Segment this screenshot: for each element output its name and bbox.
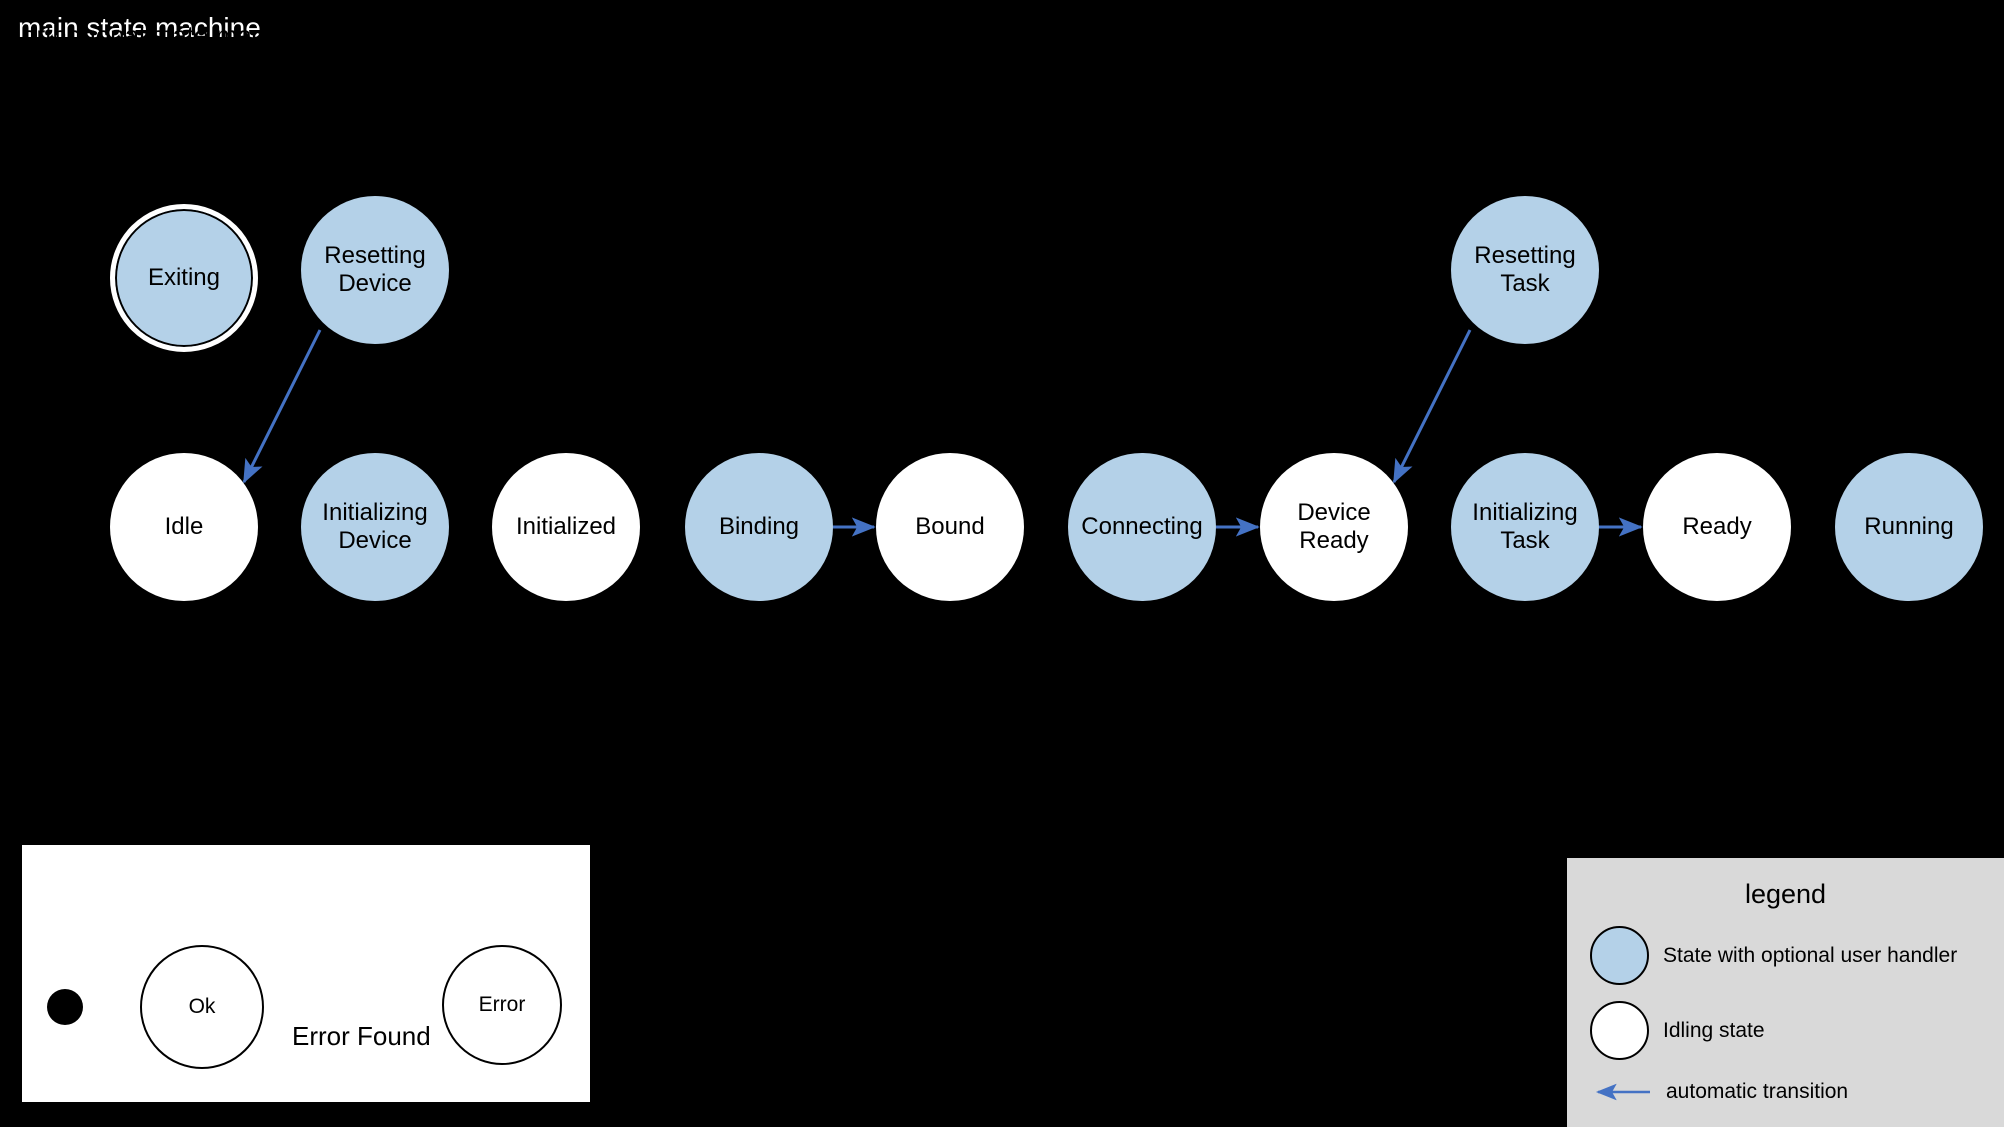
main-transition-arrows [242, 329, 1643, 537]
state-node-label: Connecting [1081, 513, 1203, 541]
transition-resetting-task-to-device-ready [1392, 329, 1472, 484]
state-node-idle[interactable]: Idle [110, 453, 258, 601]
state-node-label: Running [1864, 513, 1954, 541]
state-node-connecting[interactable]: Connecting [1068, 453, 1216, 601]
legend-item-label: Idling state [1663, 1018, 1765, 1042]
state-node-resetting-device[interactable]: Resetting Device [301, 196, 449, 344]
state-node-bound[interactable]: Bound [876, 453, 1024, 601]
state-node-label: Binding [718, 513, 800, 541]
state-node-label: Device Ready [1297, 499, 1371, 554]
state-node-label: Bound [915, 513, 985, 541]
initial-state-dot-icon [47, 989, 83, 1025]
state-node-exiting[interactable]: Exiting [110, 204, 258, 352]
ortho-transition-label: Error Found [292, 1021, 431, 1051]
automatic-transition-arrow-icon [1590, 1082, 1652, 1102]
handler-state-swatch-icon [1590, 926, 1649, 985]
page-title: main state machine [18, 12, 261, 43]
state-node-label: Initializing Task [1472, 499, 1578, 554]
state-node-running[interactable]: Running [1835, 453, 1983, 601]
state-node-label: Resetting Task [1474, 242, 1576, 297]
state-node-ready[interactable]: Ready [1643, 453, 1791, 601]
transition-resetting-device-to-idle [242, 329, 322, 484]
state-node-device-ready[interactable]: Device Ready [1260, 453, 1408, 601]
orthogonal-panel-title: orthogonal state machine [22, 20, 314, 50]
state-node-label: Ready [1682, 513, 1752, 541]
state-node-label: Initializing Device [322, 499, 428, 554]
state-node-binding[interactable]: Binding [685, 453, 833, 601]
state-node-label: Idle [164, 513, 204, 541]
ortho-state-ok[interactable]: Ok [140, 945, 264, 1069]
legend-item-handler-state: State with optional user handler [1590, 926, 1957, 985]
state-node-label: Exiting [147, 264, 221, 292]
legend-title: legend [1744, 879, 1827, 909]
state-node-label: Resetting Device [324, 242, 426, 297]
legend-item-label: automatic transition [1666, 1080, 1849, 1103]
state-node-initialized[interactable]: Initialized [492, 453, 640, 601]
state-node-resetting-task[interactable]: Resetting Task [1451, 196, 1599, 344]
ortho-state-error[interactable]: Error [442, 945, 562, 1065]
legend-panel: legend State with optional user handler … [1567, 858, 2004, 1127]
idling-state-swatch-icon [1590, 1001, 1649, 1060]
state-node-initializing-task[interactable]: Initializing Task [1451, 453, 1599, 601]
legend-item-automatic-transition: automatic transition [1590, 1080, 1848, 1104]
state-node-initializing-device[interactable]: Initializing Device [301, 453, 449, 601]
state-node-label: Initialized [515, 513, 617, 541]
legend-item-label: State with optional user handler [1663, 943, 1958, 967]
legend-item-idling-state: Idling state [1590, 1001, 1765, 1060]
